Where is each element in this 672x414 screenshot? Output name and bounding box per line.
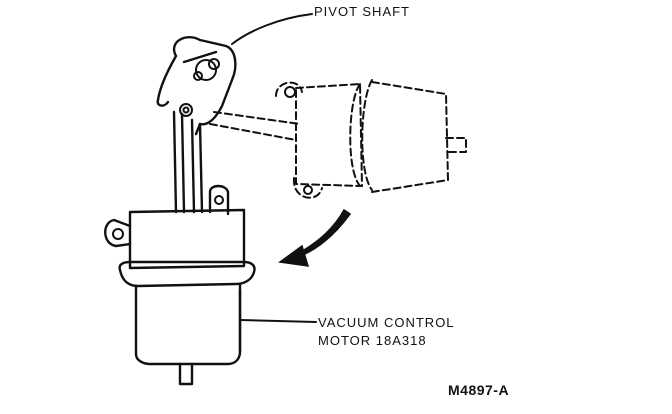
moved-tab-hole-bottom [303, 185, 313, 195]
link-rods [172, 110, 204, 214]
motor-tab-hole-top [214, 195, 224, 205]
motor-tab-hole-left [112, 228, 124, 240]
pivot-leader-line [231, 13, 313, 45]
pivot-bracket [156, 35, 237, 136]
pivot-shaft-icon [179, 58, 220, 117]
moved-tab-hole-top [284, 86, 296, 98]
figure-number: M4897-A [448, 382, 510, 398]
vacuum-leader-line [239, 319, 317, 323]
vacuum-motor-label-line1: VACUUM CONTROL [318, 315, 455, 330]
pivot-shaft-label: PIVOT SHAFT [314, 4, 410, 19]
motor-moved-position [209, 79, 467, 199]
motion-arrow-icon [278, 208, 352, 267]
vacuum-motor-label-line2: MOTOR 18A318 [318, 333, 427, 348]
vacuum-motor [104, 184, 256, 386]
